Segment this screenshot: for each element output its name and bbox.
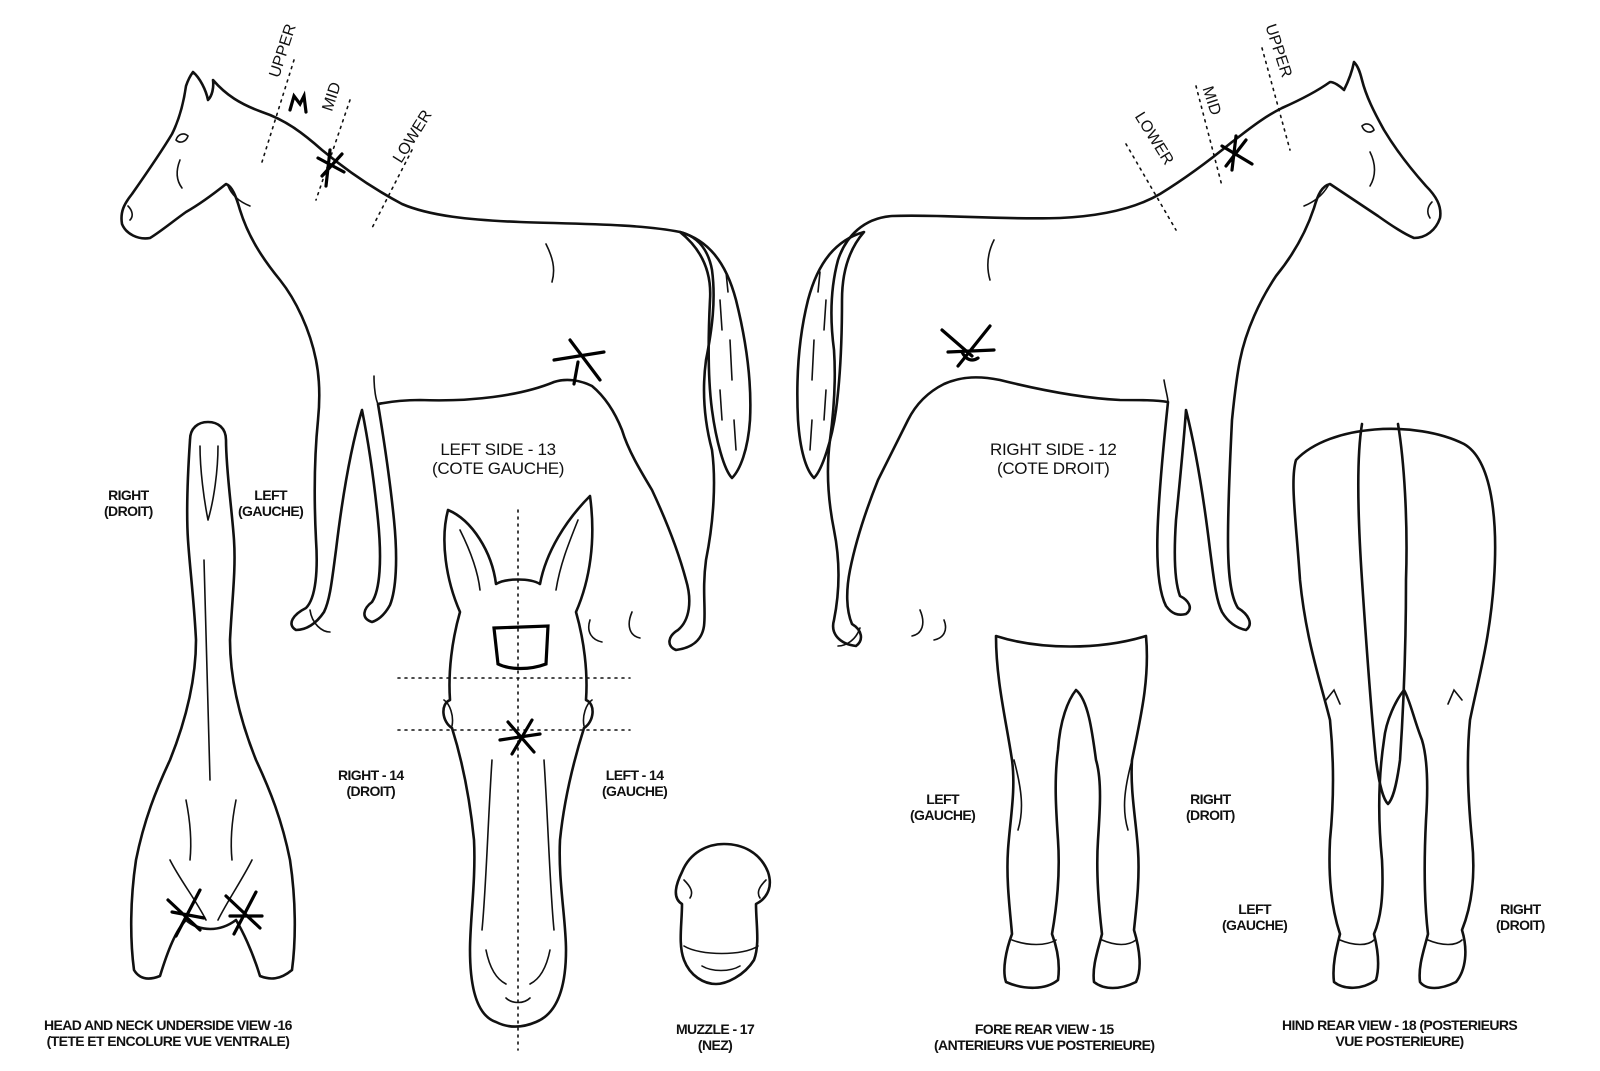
right-side-title: RIGHT SIDE - 12 (COTE DROIT)	[990, 440, 1117, 478]
fore-left-text: LEFT	[926, 791, 959, 807]
left-side-subtitle-text: (COTE GAUCHE)	[432, 459, 565, 479]
handwritten-m-mark	[288, 90, 308, 114]
face-blaze-mark	[492, 624, 550, 671]
left-side-title: LEFT SIDE - 13 (COTE GAUCHE)	[432, 440, 564, 478]
underside-caption: HEAD AND NECK UNDERSIDE VIEW -16 (TETE E…	[44, 1017, 292, 1049]
head-left-fr-text: (GAUCHE)	[602, 782, 668, 799]
underside-right-label: RIGHT (DROIT)	[104, 487, 153, 519]
muzzle-caption-fr-text: (NEZ)	[697, 1036, 733, 1053]
face-cross-mark	[498, 718, 542, 756]
head-front-view	[397, 494, 631, 1051]
left-side-horse	[120, 59, 752, 652]
hind-left-text: LEFT	[1238, 901, 1271, 917]
right-side-title-text: RIGHT SIDE - 12	[990, 440, 1117, 459]
underside-left-cross-mark	[166, 888, 206, 938]
underside-right-text: RIGHT	[108, 487, 149, 503]
underside-caption-fr-text: (TETE ET ENCOLURE VUE VENTRALE)	[46, 1032, 290, 1049]
fore-right-fr-text: (DROIT)	[1186, 806, 1235, 823]
underside-left-text: LEFT	[254, 487, 287, 503]
hind-caption: HIND REAR VIEW - 18 (POSTERIEURS VUE POS…	[1282, 1017, 1518, 1049]
right-side-horse	[796, 47, 1442, 648]
muzzle-view	[674, 842, 772, 986]
right-side-subtitle-text: (COTE DROIT)	[996, 459, 1110, 479]
fore-right-label: RIGHT (DROIT)	[1186, 791, 1235, 823]
head-left-text: LEFT - 14	[605, 767, 664, 783]
right-flank-cross-mark	[940, 324, 996, 368]
left-side-title-text: LEFT SIDE - 13	[440, 440, 556, 459]
underside-left-fr-text: (GAUCHE)	[238, 502, 304, 519]
fore-left-fr-text: (GAUCHE)	[910, 806, 976, 823]
fore-rear-view	[994, 634, 1149, 990]
fore-caption: FORE REAR VIEW - 15 (ANTERIEURS VUE POST…	[934, 1021, 1155, 1053]
underside-right-fr-text: (DROIT)	[104, 502, 153, 519]
underside-caption-text: HEAD AND NECK UNDERSIDE VIEW -16	[44, 1017, 292, 1033]
right-neck-cross-mark	[1220, 134, 1254, 172]
hind-rear-view	[1292, 422, 1497, 990]
fore-right-text: RIGHT	[1190, 791, 1231, 807]
muzzle-caption-text: MUZZLE - 17	[676, 1021, 755, 1037]
head-left-label: LEFT - 14 (GAUCHE)	[602, 767, 668, 799]
head-right-text: RIGHT - 14	[338, 767, 404, 783]
underside-right-cross-mark	[224, 890, 264, 936]
hind-right-fr-text: (DROIT)	[1496, 916, 1545, 933]
left-neck-cross-mark	[316, 148, 346, 188]
left-flank-cross-mark	[552, 338, 606, 386]
fore-caption-text: FORE REAR VIEW - 15	[974, 1021, 1114, 1037]
hind-right-label: RIGHT (DROIT)	[1496, 901, 1545, 933]
hind-left-label: LEFT (GAUCHE)	[1222, 901, 1288, 933]
fore-left-label: LEFT (GAUCHE)	[910, 791, 976, 823]
hind-caption-fr-text: VUE POSTERIEURE)	[1335, 1032, 1465, 1049]
underside-left-label: LEFT (GAUCHE)	[238, 487, 304, 519]
head-neck-underside-view	[129, 420, 297, 980]
muzzle-caption: MUZZLE - 17 (NEZ)	[676, 1021, 755, 1053]
hind-right-text: RIGHT	[1500, 901, 1541, 917]
head-right-fr-text: (DROIT)	[346, 782, 396, 799]
head-right-label: RIGHT - 14 (DROIT)	[338, 767, 404, 799]
hind-caption-text: HIND REAR VIEW - 18 (POSTERIEURS	[1282, 1017, 1518, 1033]
hind-left-fr-text: (GAUCHE)	[1222, 916, 1288, 933]
fore-caption-fr-text: (ANTERIEURS VUE POSTERIEURE)	[934, 1036, 1155, 1053]
